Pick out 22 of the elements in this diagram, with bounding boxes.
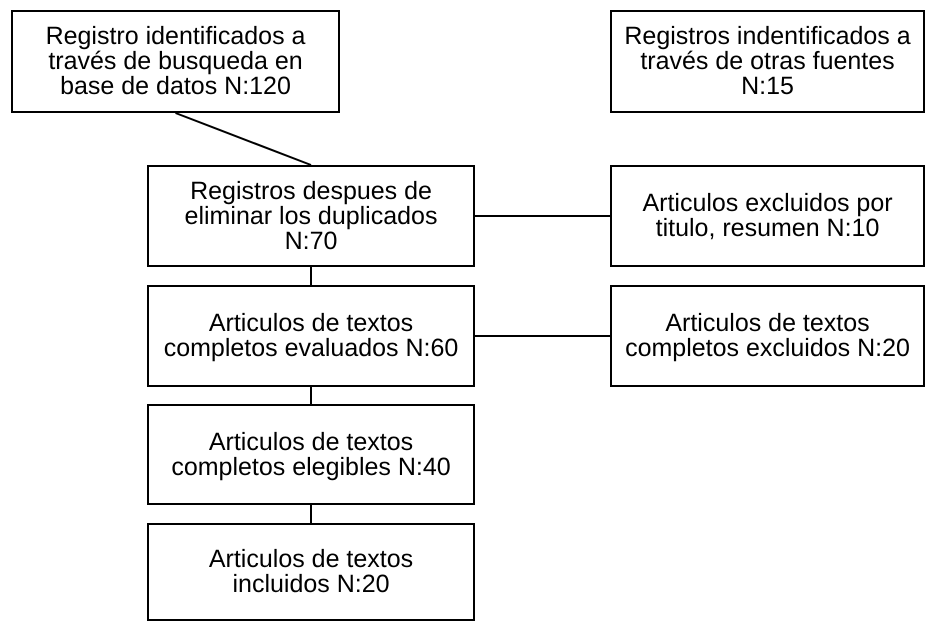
connector-line xyxy=(310,505,312,523)
connector-line xyxy=(175,112,312,166)
box-text: Articulos de textos completos elegibles N:40 xyxy=(170,430,452,480)
process-box xyxy=(610,10,925,113)
connector-line xyxy=(310,387,312,404)
process-box xyxy=(610,165,925,267)
box-text: Articulos excluidos por titulo, resumen N:10 xyxy=(641,191,894,241)
process-box xyxy=(147,165,475,267)
process-box xyxy=(610,285,925,387)
connector-line xyxy=(475,335,610,337)
box-text: Registros despues de eliminar los duplicados N:70 xyxy=(184,178,438,254)
process-box xyxy=(147,285,475,387)
box-text: Articulos de textos completos excluidos N:20 xyxy=(624,311,911,361)
process-box xyxy=(11,10,340,113)
process-box xyxy=(147,523,475,621)
box-text: Registro identificados a través de busqueda en base de datos N:120 xyxy=(44,24,306,99)
connector-line xyxy=(475,215,610,217)
process-box xyxy=(147,404,475,505)
connector-line xyxy=(310,267,312,285)
box-text: Articulos de textos incluidos N:20 xyxy=(208,547,414,597)
box-text: Articulos de textos completos evaluados N:60 xyxy=(162,311,460,361)
box-text: Registros indentificados a través de otras fuentes N:15 xyxy=(623,24,912,99)
